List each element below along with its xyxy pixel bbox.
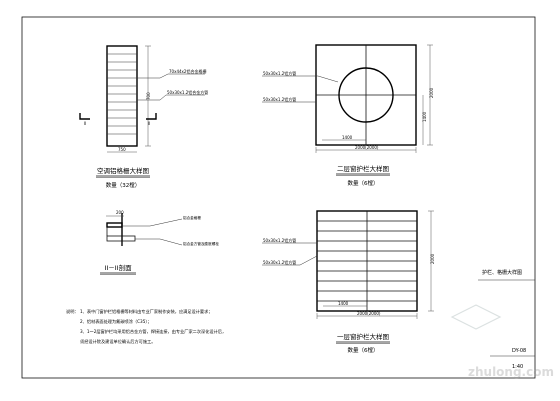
railing1-bars (317, 220, 417, 302)
note-line: 1、表中门窗护栏铝格栅等材料由专业厂家制作安装，应满足设计要求； (80, 308, 212, 315)
sheet-border (21, 16, 536, 379)
section-dim-label: 200 (116, 210, 124, 215)
section-profile (106, 222, 123, 228)
railing1-title: 一层窗护栏大样图 (337, 332, 389, 341)
notes-heading: 说明： (66, 308, 79, 315)
railing1-half-label: 1400 (338, 301, 349, 306)
section-title: II－II剖面 (104, 263, 132, 272)
title-block: 护栏、格栅大样图 DY-08 1:40 (478, 269, 535, 370)
note-line: 2、铝材表面处理为氟碳喷涂（C35）； (80, 318, 152, 325)
ac-louver-detail: 700 750 70x44x2铝合金格栅 50x30x1.2铝合金方管 II I… (79, 45, 208, 189)
louver-callout-a: 70x44x2铝合金格栅 (169, 68, 206, 74)
railing1-callout-b: 50x30x1.2铝方管 (263, 259, 296, 265)
section-mark-left (79, 113, 90, 120)
railing-2f-detail: 1400 2000(2000) 2000 1400 50x30x1.2铝方管 5… (262, 44, 434, 187)
railing1-total-label: 2000(2000) (357, 311, 381, 316)
section-mark-right-label: II (148, 121, 150, 126)
section-mark-left-label: II (84, 121, 86, 126)
sheet-number: DY-08 (512, 348, 526, 354)
railing1-callout-a: 50x30x1.2铝方管 (263, 237, 296, 243)
railing2-height-label: 2000 (429, 87, 434, 98)
note-line: 须经设计院及建设单位确认后方可施工。 (80, 338, 155, 345)
railing2-callout-a: 50x30x1.2铝方管 (263, 70, 296, 76)
railing1-callout-line-b (262, 255, 318, 266)
railing1-qty: 数量（6樘） (348, 346, 379, 354)
railing2-half-label: 1400 (342, 135, 353, 140)
louver-slats (107, 53, 137, 135)
railing-1f-detail: 1400 2000(2000) 2000 50x30x1.2铝方管 50x30x… (262, 210, 435, 354)
section-callout-b: 铝合金方管及膨胀螺栓 (183, 241, 219, 246)
railing1-height-label: 2000 (430, 253, 435, 264)
railing2-callout-b: 50x30x1.2铝方管 (263, 96, 296, 102)
railing2-ring (338, 67, 394, 123)
watermark-logo-icon (450, 304, 502, 330)
note-line: 3、1～2层窗护栏均采用铝合金方管，焊接连接，由专业厂家二次深化设计后， (80, 328, 226, 335)
watermark: zhulong.com (450, 304, 554, 379)
section-detail: 200 铝合金格栅 铝合金方管及膨胀螺栓 II－II剖面 (100, 210, 219, 275)
drawing-name: 护栏、格栅大样图 (482, 269, 522, 276)
section-callout-a: 铝合金格栅 (183, 215, 201, 220)
drawing-scale: 1:40 (512, 364, 523, 370)
louver-height-label: 700 (146, 92, 151, 100)
section-mark-right (146, 113, 157, 120)
louver-qty: 数量（32樘） (106, 181, 141, 189)
louver-frame (106, 45, 138, 147)
louver-width-label: 750 (118, 147, 126, 152)
general-notes: 说明： 1、表中门窗护栏铝格栅等材料由专业厂家制作安装，应满足设计要求； 2、铝… (66, 308, 226, 345)
louver-callout-line-a (137, 73, 205, 79)
railing2-title: 二层窗护栏大样图 (337, 164, 389, 173)
railing2-sub-label: 1400 (422, 111, 427, 122)
railing2-callout-line-a (262, 75, 339, 83)
watermark-text: zhulong.com (468, 365, 554, 379)
railing2-qty: 数量（6樘） (348, 179, 379, 187)
louver-callout-b: 50x30x1.2铝合金方管 (167, 89, 208, 95)
section-callout-line-b (135, 238, 183, 246)
louver-callout-line-b (137, 94, 205, 101)
section-callout-line-a (122, 218, 183, 227)
railing2-total-label: 2000(2000) (355, 145, 379, 150)
louver-title: 空调铝格栅大样图 (97, 166, 149, 175)
